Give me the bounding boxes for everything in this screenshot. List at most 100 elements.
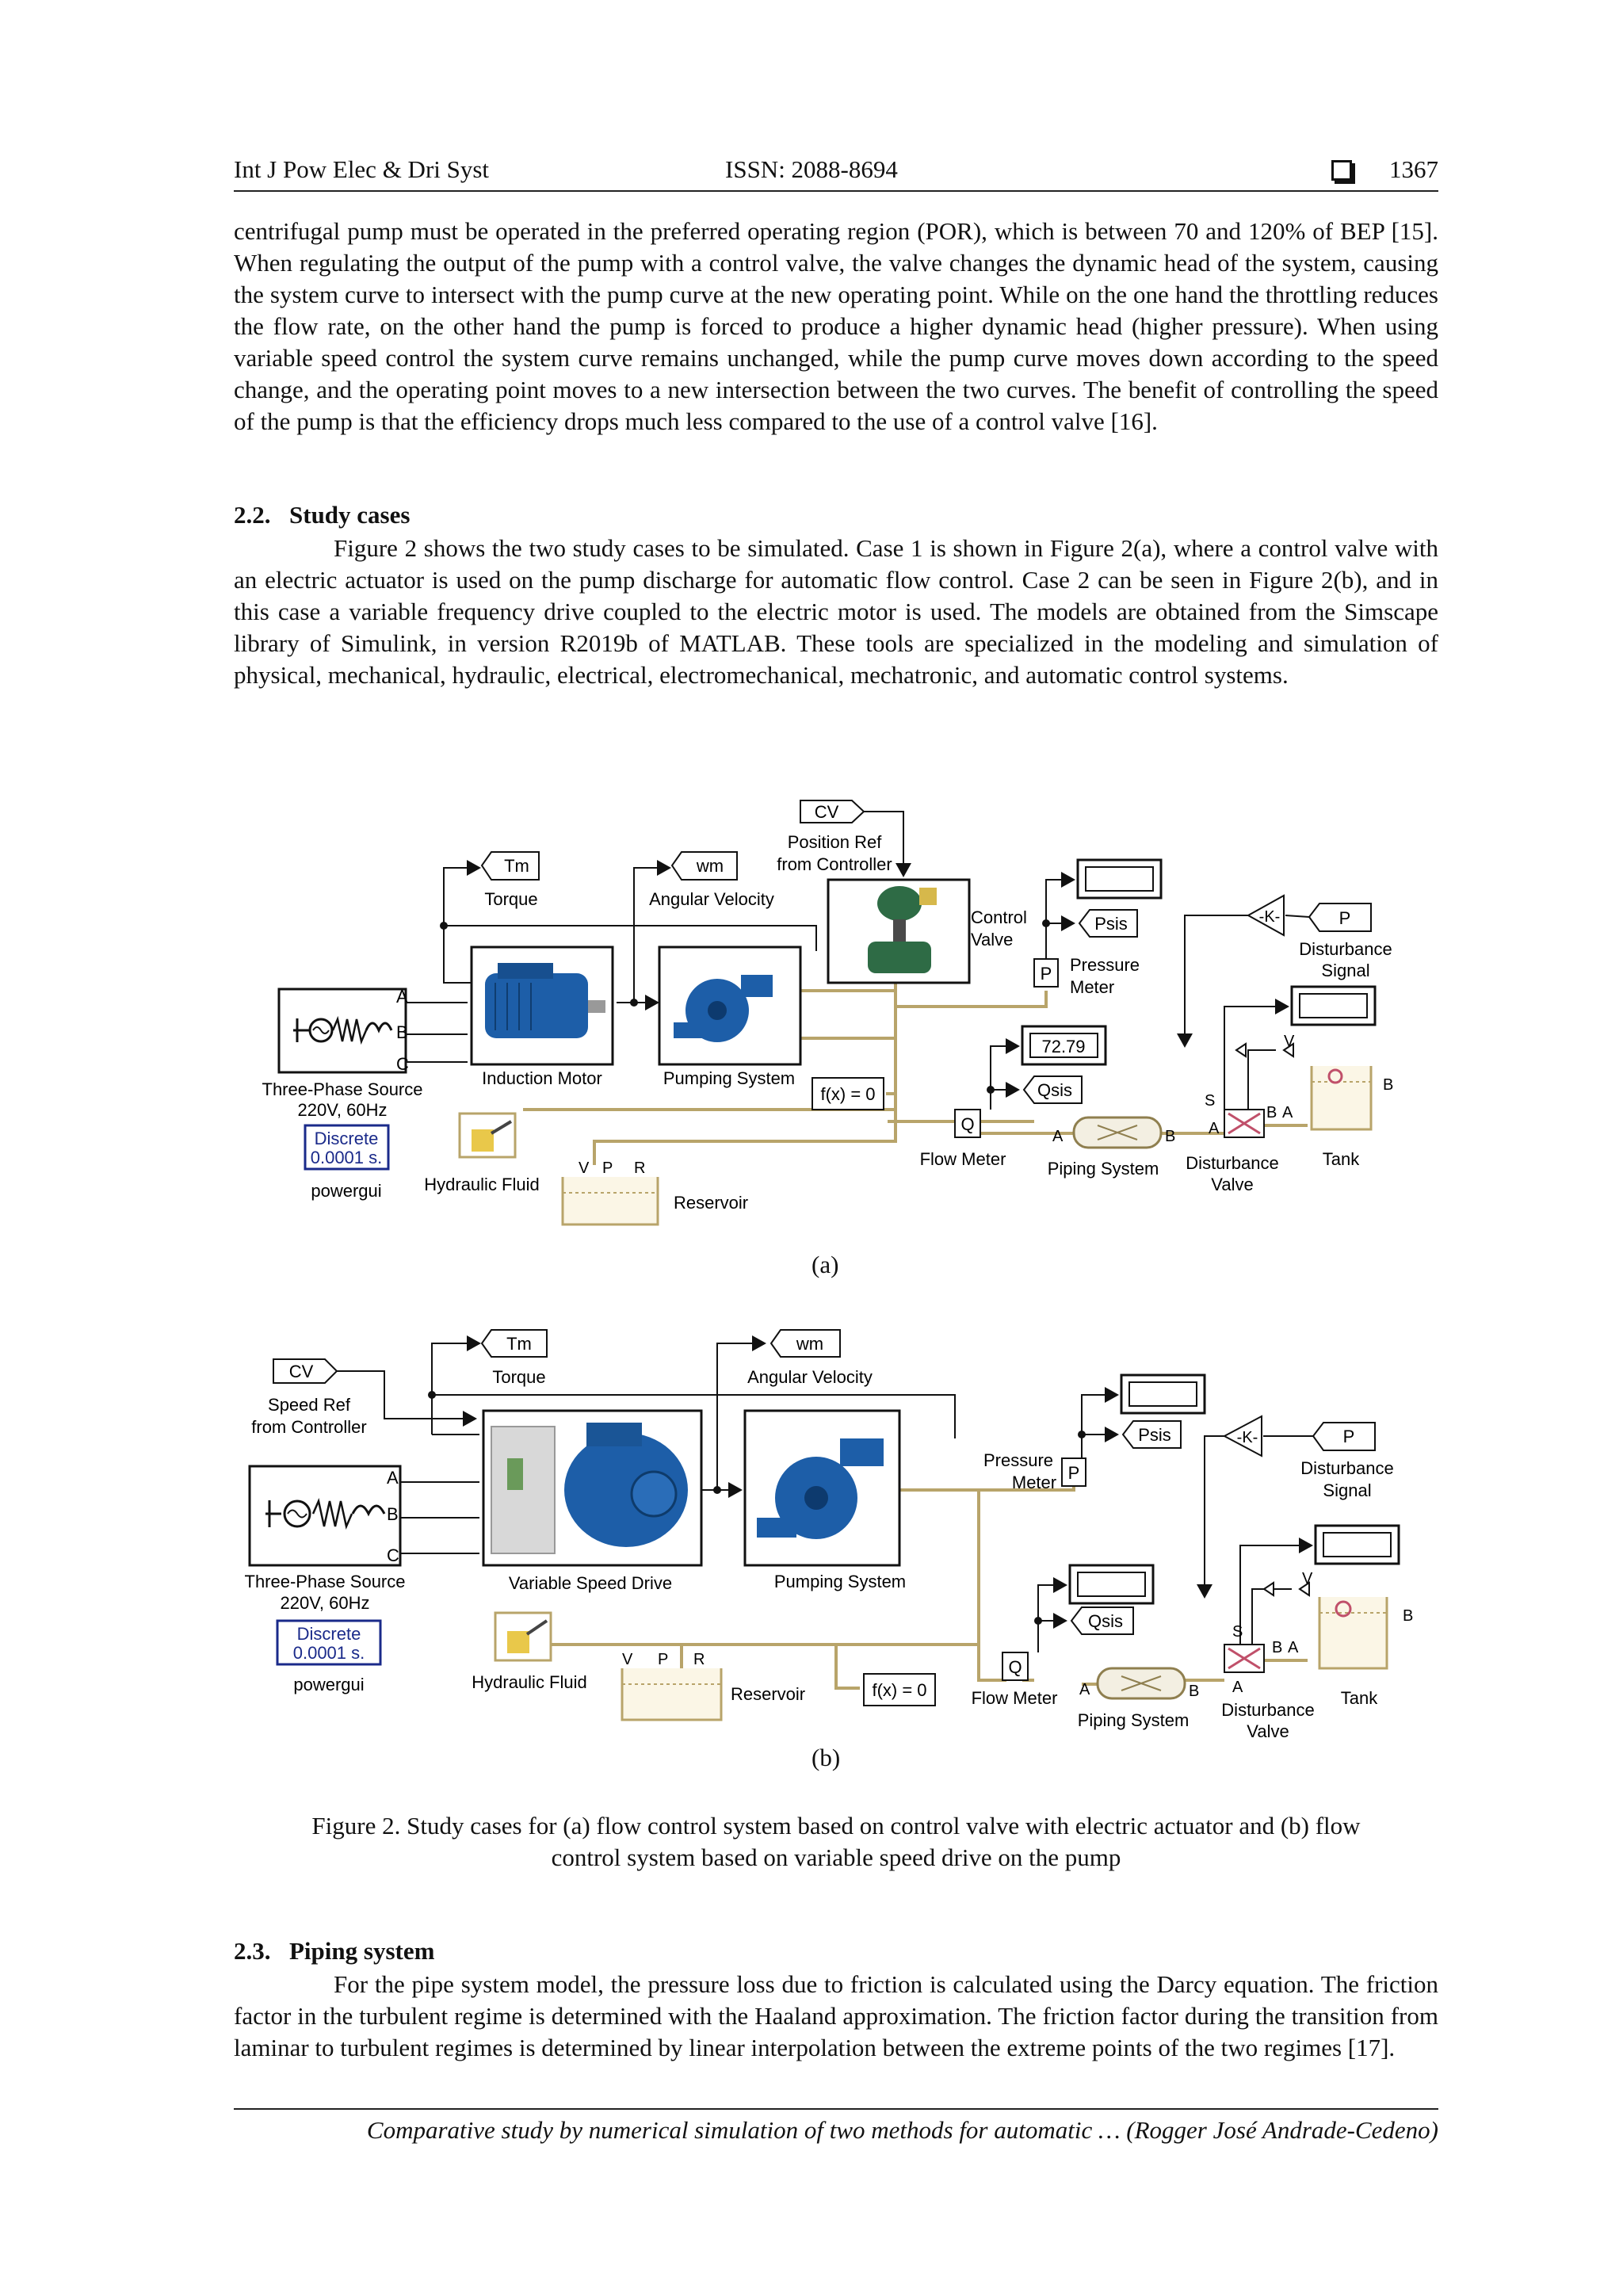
reservoir-b: V P R Reservoir xyxy=(621,1651,805,1721)
tank-b: B Tank xyxy=(1318,1597,1413,1708)
svg-text:Tank: Tank xyxy=(1323,1149,1360,1169)
tank-display-b: V xyxy=(1239,1524,1400,1648)
page-number: 1367 xyxy=(1389,155,1438,183)
pumping-system-b: Pumping System xyxy=(743,1409,906,1591)
svg-text:Signal: Signal xyxy=(1323,1480,1371,1500)
svg-text:Discrete: Discrete xyxy=(297,1624,361,1644)
tank-display-a: V xyxy=(1224,985,1377,1110)
pressure-meter-b: P Pressure Meter Psis xyxy=(983,1373,1206,1492)
solver-config-b: f(x) = 0 xyxy=(863,1673,936,1706)
svg-text:B: B xyxy=(387,1504,399,1524)
svg-text:Disturbance: Disturbance xyxy=(1300,1458,1393,1478)
svg-text:V: V xyxy=(1284,1033,1295,1050)
svg-text:A: A xyxy=(1282,1104,1293,1121)
svg-text:-K-: -K- xyxy=(1259,908,1281,926)
cv-goto-tag-a: CV xyxy=(800,800,911,877)
svg-text:Q: Q xyxy=(960,1114,974,1134)
svg-text:Q: Q xyxy=(1008,1657,1022,1677)
svg-text:Pumping System: Pumping System xyxy=(663,1068,795,1088)
svg-text:B: B xyxy=(1272,1639,1282,1656)
pressure-meter-a: P Pressure Meter Psis xyxy=(1033,858,1163,997)
paragraph-study-cases: Figure 2 shows the two study cases to be… xyxy=(234,534,1438,689)
disturbance-signal-a: -K- P Disturbance Signal xyxy=(1177,894,1392,1048)
svg-text:220V, 60Hz: 220V, 60Hz xyxy=(281,1593,370,1613)
angular-velocity-label: Angular Velocity xyxy=(649,889,774,909)
hydraulic-fluid-b: Hydraulic Fluid xyxy=(472,1611,587,1692)
svg-text:wm: wm xyxy=(696,856,724,876)
svg-text:Angular Velocity: Angular Velocity xyxy=(747,1367,873,1387)
svg-text:-K-: -K- xyxy=(1237,1429,1258,1446)
svg-text:Disturbance: Disturbance xyxy=(1299,939,1392,959)
svg-text:Tm: Tm xyxy=(506,1334,532,1354)
svg-text:wm: wm xyxy=(796,1334,823,1354)
three-phase-source-a: A B C Three-Phase Source 220V, 60Hz xyxy=(262,987,423,1120)
section-number: 2.2. xyxy=(234,501,271,529)
pipe-network-b xyxy=(515,1474,1308,1690)
svg-text:Meter: Meter xyxy=(1070,977,1114,997)
svg-text:Variable Speed Drive: Variable Speed Drive xyxy=(509,1573,672,1593)
svg-text:Qsis: Qsis xyxy=(1037,1080,1072,1100)
powergui-b: Discrete 0.0001 s. powergui xyxy=(276,1619,382,1694)
svg-text:220V, 60Hz: 220V, 60Hz xyxy=(298,1100,388,1120)
running-footer: Comparative study by numerical simulatio… xyxy=(234,2108,1438,2145)
from-controller-label: from Controller xyxy=(777,854,892,874)
caption-line-2: control system based on variable speed d… xyxy=(551,1843,1121,1871)
svg-text:Three-Phase Source: Three-Phase Source xyxy=(245,1572,406,1591)
svg-text:Flow Meter: Flow Meter xyxy=(920,1149,1006,1169)
reservoir-a: V P R Reservoir xyxy=(561,1159,748,1226)
svg-text:A: A xyxy=(396,987,408,1007)
journal-name: Int J Pow Elec & Dri Syst xyxy=(234,155,490,183)
svg-text:Pumping System: Pumping System xyxy=(774,1572,906,1591)
figure-caption: Figure 2. Study cases for (a) flow contr… xyxy=(234,1810,1438,1874)
hydraulic-fluid-a: Hydraulic Fluid xyxy=(424,1112,540,1194)
svg-text:Hydraulic Fluid: Hydraulic Fluid xyxy=(472,1672,587,1692)
disturbance-valve-a: S A B A Disturbance Valve xyxy=(1186,1092,1293,1194)
flow-display-value: 72.79 xyxy=(1041,1037,1085,1056)
svg-text:B: B xyxy=(1403,1607,1413,1625)
svg-text:Reservoir: Reservoir xyxy=(731,1684,805,1704)
disturbance-signal-b: -K- P Disturbance Signal xyxy=(1197,1415,1394,1599)
svg-text:B: B xyxy=(1266,1104,1277,1121)
section-title: Piping system xyxy=(289,1937,435,1965)
wm-goto-tag-a: wm Angular Velocity xyxy=(633,851,774,1003)
svg-text:B: B xyxy=(1189,1683,1199,1700)
svg-text:B: B xyxy=(1383,1076,1393,1094)
powergui-a: Discrete 0.0001 s. powergui xyxy=(304,1124,390,1201)
cv-goto-tag-b: CV Speed Ref from Controller xyxy=(251,1358,477,1437)
svg-text:P: P xyxy=(602,1159,613,1177)
svg-text:CV: CV xyxy=(815,802,839,822)
wm-goto-tag-b: wm Angular Velocity xyxy=(716,1329,873,1490)
caption-line-1: Figure 2. Study cases for (a) flow contr… xyxy=(311,1812,1361,1839)
svg-text:Signal: Signal xyxy=(1321,961,1369,980)
solver-config-a: f(x) = 0 xyxy=(812,1077,884,1110)
issn: ISSN: 2088-8694 xyxy=(725,155,898,183)
svg-text:powergui: powergui xyxy=(293,1675,364,1694)
svg-text:Reservoir: Reservoir xyxy=(674,1193,748,1213)
three-phase-source-b: A B C Three-Phase Source 220V, 60Hz xyxy=(245,1465,406,1613)
induction-motor-a: Induction Motor xyxy=(470,946,614,1088)
svg-text:S: S xyxy=(1232,1623,1243,1641)
flow-meter-a: Q Flow Meter 72.79 Qsis xyxy=(920,1025,1107,1169)
svg-text:P: P xyxy=(1339,908,1351,928)
svg-text:Valve: Valve xyxy=(1247,1721,1289,1741)
svg-text:Tm: Tm xyxy=(504,856,529,876)
svg-text:powergui: powergui xyxy=(311,1181,381,1201)
svg-text:Discrete: Discrete xyxy=(315,1129,379,1148)
paragraph-por: centrifugal pump must be operated in the… xyxy=(234,217,1438,435)
subfigure-label-a: (a) xyxy=(812,1251,839,1278)
square-bullet-icon xyxy=(1331,160,1352,181)
svg-text:A: A xyxy=(1288,1639,1299,1656)
svg-text:V: V xyxy=(622,1651,633,1668)
variable-speed-drive-b: Variable Speed Drive xyxy=(482,1409,703,1593)
position-ref-label: Position Ref xyxy=(788,832,883,852)
paragraph-piping-system: For the pipe system model, the pressure … xyxy=(234,1970,1438,2061)
svg-text:CV: CV xyxy=(289,1362,314,1381)
svg-text:Induction Motor: Induction Motor xyxy=(482,1068,602,1088)
disturbance-valve-b: S A B A Disturbance Valve xyxy=(1221,1623,1314,1741)
tm-goto-tag-a: Tm Torque xyxy=(443,851,540,926)
svg-text:P: P xyxy=(658,1651,668,1668)
svg-text:Tank: Tank xyxy=(1341,1688,1378,1708)
section-heading-piping-system: 2.3.Piping system xyxy=(234,1937,434,1966)
svg-text:Piping System: Piping System xyxy=(1048,1159,1159,1179)
svg-text:Disturbance: Disturbance xyxy=(1186,1153,1278,1173)
